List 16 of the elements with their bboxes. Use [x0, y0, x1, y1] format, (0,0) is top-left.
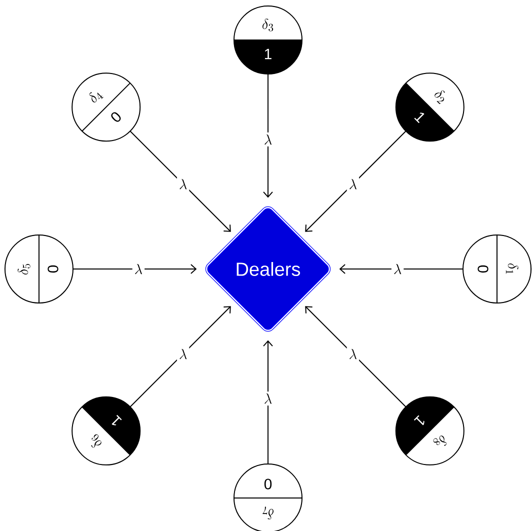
arrow	[130, 306, 231, 408]
edge-label: $\lambda$	[264, 134, 272, 145]
edge-label: $\lambda$	[394, 264, 402, 274]
arrow	[305, 130, 406, 232]
arrow	[339, 264, 464, 274]
edge-label: $\lambda$	[180, 348, 187, 360]
arrow	[263, 74, 273, 198]
arrow	[72, 264, 197, 274]
arrow	[305, 306, 406, 408]
arrow	[263, 340, 273, 464]
edge-label: $\lambda$	[350, 348, 357, 360]
edge-label: $\lambda$	[350, 179, 357, 190]
edge-label: $\lambda$	[264, 394, 272, 404]
edge-label: $\lambda$	[135, 264, 142, 274]
edge-label: $\lambda$	[180, 179, 187, 190]
arrow	[130, 130, 231, 232]
